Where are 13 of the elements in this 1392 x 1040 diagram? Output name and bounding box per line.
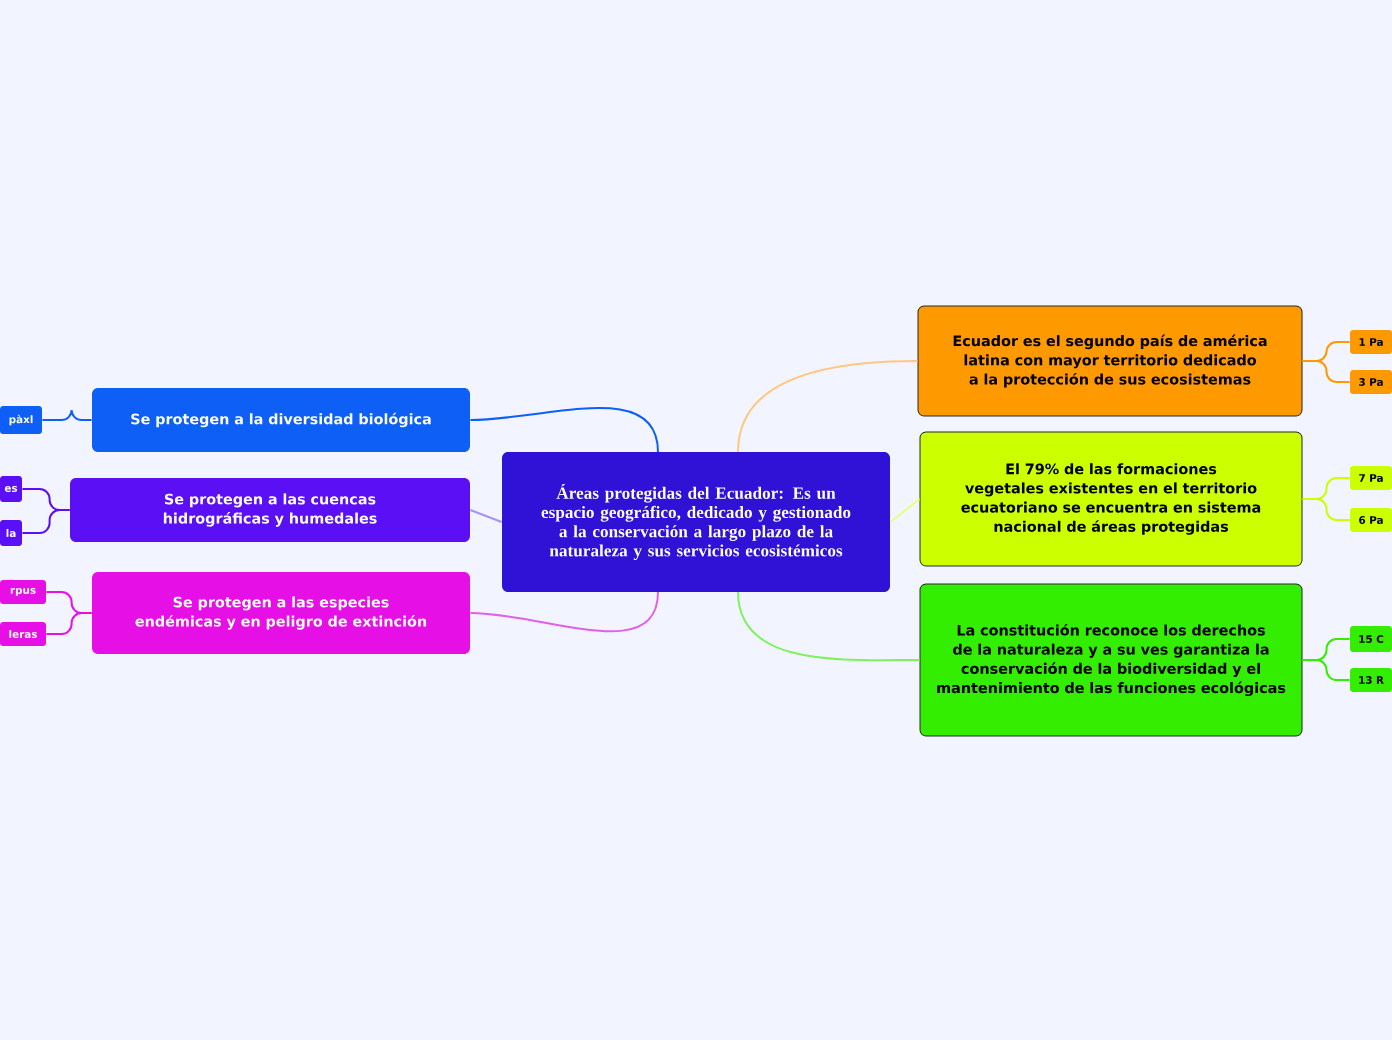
connector: [469, 509, 503, 523]
connector: [1301, 360, 1351, 383]
connector: [1301, 659, 1351, 681]
connector: [737, 591, 921, 662]
connector: [21, 509, 71, 534]
connector: [45, 612, 93, 635]
connector: [41, 409, 93, 421]
central-topic-box: Áreas protegidas del Ecuador: Es un espacio geográfico, dedicado y gestionado a la conservación a largo plazo de la naturaleza y sus servicios ecosistémicos: [502, 452, 890, 592]
connector: [469, 591, 659, 633]
connector: [1301, 498, 1351, 521]
connector: [737, 360, 919, 453]
connector: [889, 498, 921, 523]
connector: [469, 407, 659, 453]
